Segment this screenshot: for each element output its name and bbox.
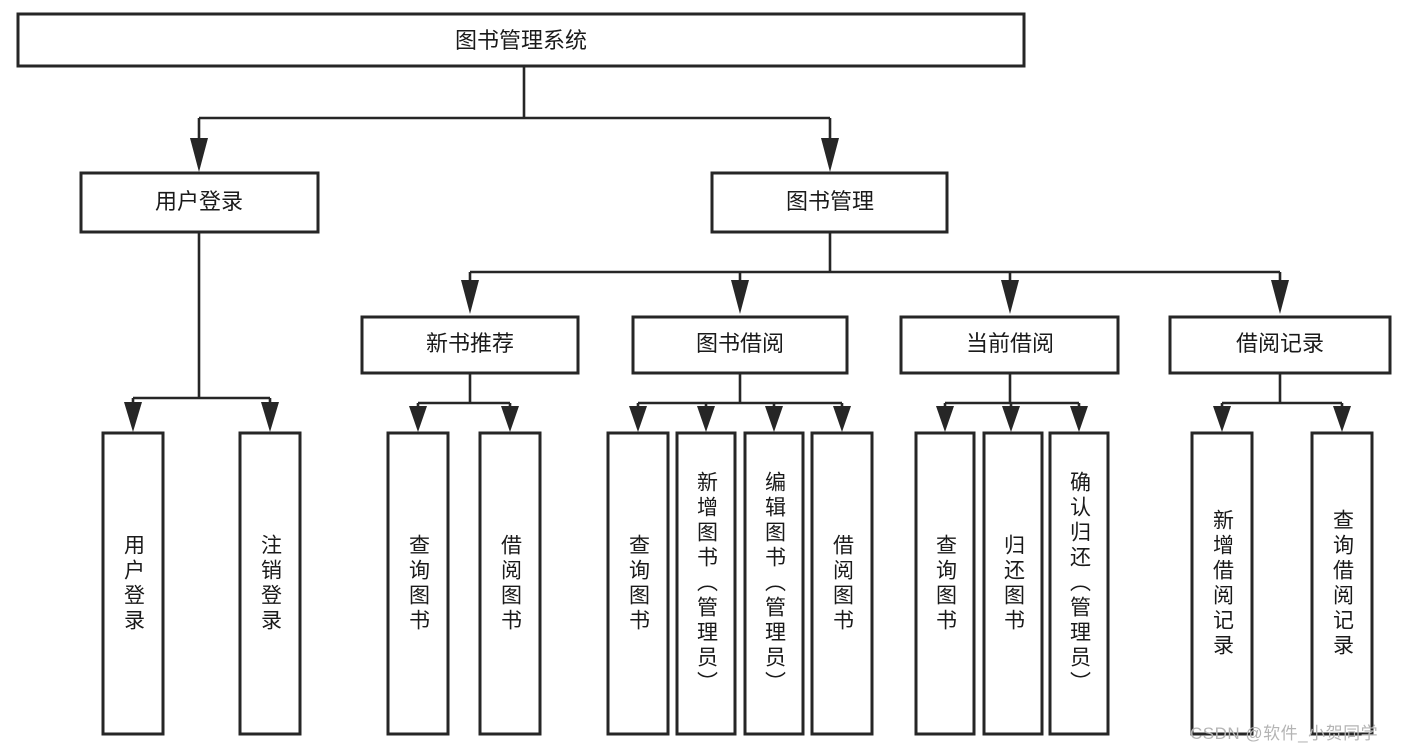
connector-group-root xyxy=(190,66,839,172)
arrowhead-leaf-query-record xyxy=(1333,406,1351,432)
node-new-book-recommend-box[interactable] xyxy=(360,315,580,375)
arrowhead-leaf-borrow-book-1 xyxy=(501,406,519,432)
node-user-login-box[interactable] xyxy=(79,171,320,234)
node-book-management-label: 图书管理 xyxy=(786,189,874,214)
connector-group-book-borrow xyxy=(629,373,851,432)
node-user-login-label: 用户登录 xyxy=(155,189,243,214)
node-leaf-query-record-box[interactable] xyxy=(1310,431,1374,736)
arrowhead-user-login xyxy=(190,138,208,172)
node-root-label: 图书管理系统 xyxy=(455,28,587,53)
connector-group-borrow-record xyxy=(1213,373,1351,432)
node-leaf-return-book-box[interactable] xyxy=(982,431,1044,736)
arrowhead-leaf-query-book-2 xyxy=(629,406,647,432)
node-current-borrow-box[interactable] xyxy=(899,315,1120,375)
arrowhead-leaf-query-book-1 xyxy=(409,406,427,432)
node-leaf-borrow-book-1-box[interactable] xyxy=(478,431,542,736)
arrowhead-book-borrow xyxy=(731,280,749,314)
node-leaf-query-book-2-box[interactable] xyxy=(606,431,670,736)
node-current-borrow-label: 当前借阅 xyxy=(966,331,1054,356)
node-borrow-record-box[interactable] xyxy=(1168,315,1392,375)
node-leaf-add-book-box[interactable] xyxy=(675,431,737,736)
node-book-management[interactable]: 图书管理 xyxy=(710,171,949,234)
node-leaf-user-login-box[interactable] xyxy=(101,431,165,736)
node-leaf-confirm-return-box[interactable] xyxy=(1048,431,1110,736)
arrowhead-leaf-add-book xyxy=(697,406,715,432)
node-user-login[interactable]: 用户登录 xyxy=(79,171,320,234)
arrowhead-borrow-record xyxy=(1271,280,1289,314)
arrowhead-leaf-return-book xyxy=(1002,406,1020,432)
arrowhead-leaf-edit-book xyxy=(765,406,783,432)
connector-group-current-borrow xyxy=(936,373,1088,432)
node-current-borrow[interactable]: 当前借阅 xyxy=(899,315,1120,375)
csdn-watermark: CSDN @软件_小贺同学 xyxy=(1190,724,1379,743)
node-book-borrow[interactable]: 图书借阅 xyxy=(631,315,849,375)
connector-group-new-book-recommend xyxy=(409,373,519,432)
node-book-borrow-box[interactable] xyxy=(631,315,849,375)
arrowhead-leaf-confirm-return xyxy=(1070,406,1088,432)
arrowhead-leaf-logout-login xyxy=(261,402,279,432)
arrowhead-book-management xyxy=(821,138,839,172)
node-book-borrow-label: 图书借阅 xyxy=(696,331,784,356)
node-root-box[interactable] xyxy=(16,12,1026,68)
arrowhead-leaf-borrow-book-2 xyxy=(833,406,851,432)
node-leaf-query-book-3-box[interactable] xyxy=(914,431,976,736)
node-new-book-recommend[interactable]: 新书推荐 xyxy=(360,315,580,375)
arrowhead-leaf-query-book-3 xyxy=(936,406,954,432)
node-leaf-query-book-1-box[interactable] xyxy=(386,431,450,736)
node-leaf-edit-book-box[interactable] xyxy=(743,431,805,736)
node-root[interactable]: 图书管理系统 xyxy=(16,12,1026,68)
connector-group-user-login xyxy=(124,232,279,432)
node-new-book-recommend-label: 新书推荐 xyxy=(426,331,514,356)
node-leaf-add-record-box[interactable] xyxy=(1190,431,1254,736)
arrowhead-leaf-add-record xyxy=(1213,406,1231,432)
node-borrow-record-label: 借阅记录 xyxy=(1236,331,1324,356)
arrowhead-leaf-user-login xyxy=(124,402,142,432)
arrowhead-current-borrow xyxy=(1001,280,1019,314)
arrowhead-new-book-recommend xyxy=(461,280,479,314)
node-leaf-borrow-book-2-box[interactable] xyxy=(810,431,874,736)
connector-group-book-management xyxy=(461,232,1289,314)
node-leaf-logout-login-box[interactable] xyxy=(238,431,302,736)
node-borrow-record[interactable]: 借阅记录 xyxy=(1168,315,1392,375)
node-book-management-box[interactable] xyxy=(710,171,949,234)
